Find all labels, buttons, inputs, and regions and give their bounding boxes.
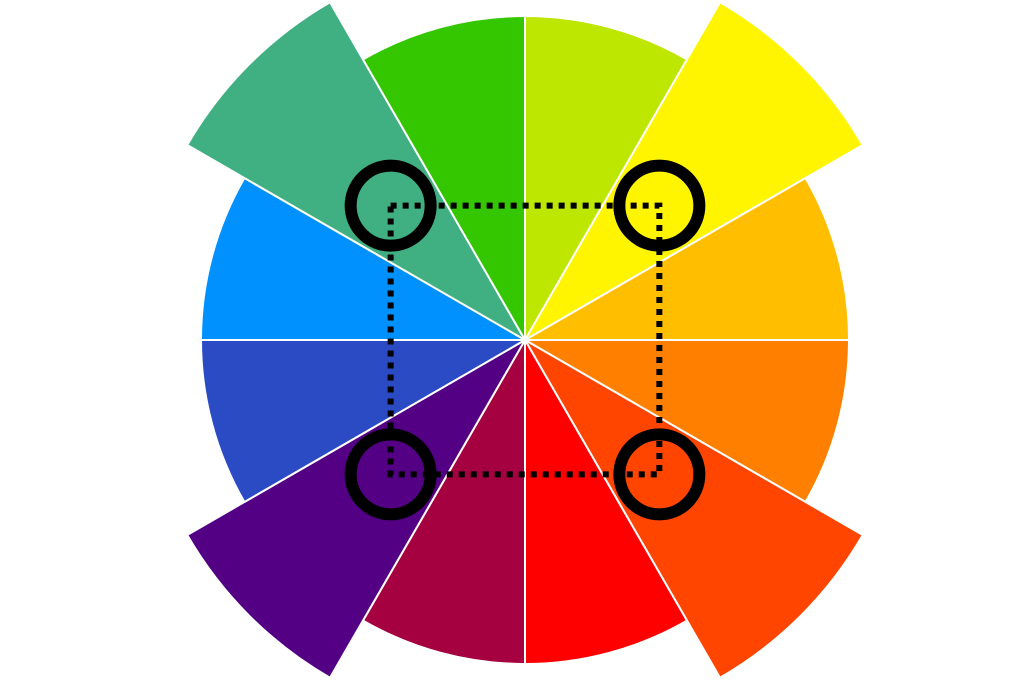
marker-violet <box>344 428 437 521</box>
segment-violet <box>186 339 526 679</box>
wheel-segments <box>186 1 864 679</box>
segment-red <box>524 339 688 665</box>
segment-red-violet <box>362 339 526 665</box>
segment-yellow-green <box>524 15 688 341</box>
marker-yellow <box>613 159 706 252</box>
marker-red-orange <box>613 428 706 521</box>
segment-yellow-orange <box>524 177 850 341</box>
segment-red-orange <box>524 339 864 679</box>
segment-blue-green <box>186 1 526 341</box>
segment-yellow <box>524 1 864 341</box>
marker-blue-green <box>344 159 437 252</box>
segment-blue-violet <box>200 339 526 503</box>
selected-color-markers <box>344 159 706 521</box>
segment-green <box>362 15 526 341</box>
segment-blue <box>200 177 526 341</box>
segment-orange <box>524 339 850 503</box>
